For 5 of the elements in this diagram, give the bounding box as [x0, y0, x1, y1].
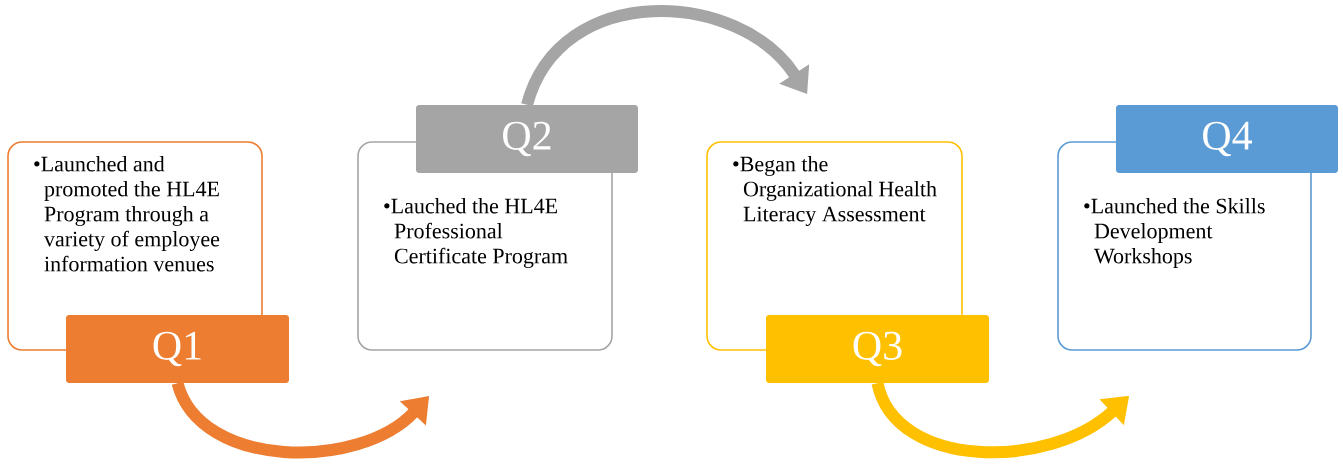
curved-arrow	[521, 5, 810, 107]
quarter-label: Q1	[66, 315, 289, 383]
quarter-label: Q4	[1116, 105, 1338, 173]
quarter-label: Q3	[766, 315, 989, 383]
quarter-label: Q2	[416, 105, 638, 173]
